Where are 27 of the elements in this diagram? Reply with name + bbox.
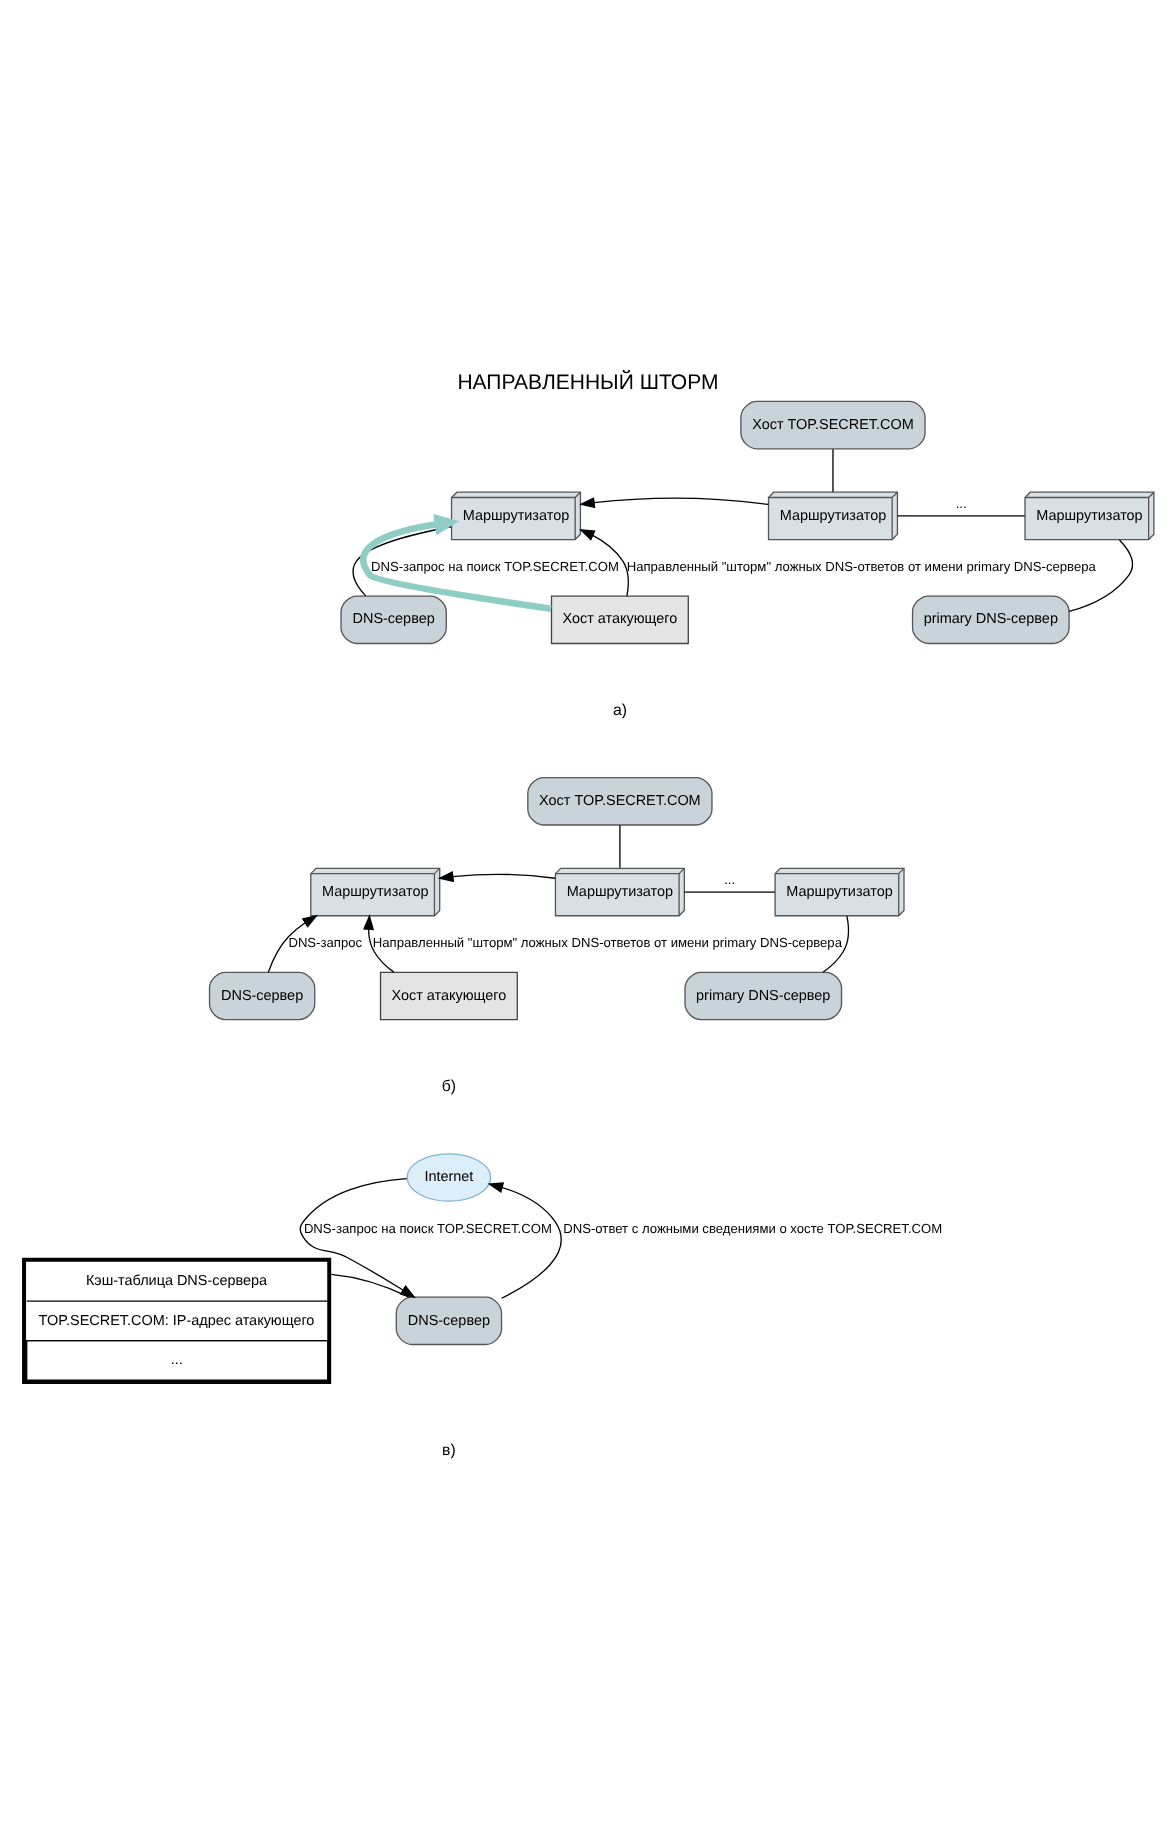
- connector: [897, 515, 1026, 517]
- node-box: Хост атакующего: [550, 595, 689, 645]
- connector: [1068, 539, 1134, 613]
- arrow: [360, 513, 552, 612]
- node-box: DNS-сервер: [395, 1296, 503, 1346]
- node-ellipse: Internet: [406, 1153, 492, 1202]
- connector: [619, 824, 621, 869]
- arrow: [487, 1182, 562, 1299]
- node-box: Хост TOP.SECRET.COM: [740, 400, 926, 450]
- arrow: [578, 529, 629, 597]
- connector: [683, 891, 776, 893]
- arrow: [437, 871, 556, 883]
- connector: [832, 448, 834, 493]
- arrow: [299, 1177, 416, 1299]
- connector: [330, 1273, 410, 1298]
- node-box: primary DNS-сервер: [684, 971, 843, 1021]
- arrow: [579, 497, 770, 509]
- arrow: [363, 914, 395, 973]
- node-box: DNS-сервер: [208, 971, 316, 1021]
- node-box: Хост TOP.SECRET.COM: [527, 776, 713, 826]
- node-box: Хост атакующего: [379, 971, 518, 1021]
- arrow: [267, 914, 319, 973]
- node-box: primary DNS-сервер: [911, 595, 1070, 645]
- node-box: DNS-сервер: [340, 595, 447, 645]
- connector: [352, 526, 452, 597]
- diagram-title: НАПРАВЛЕННЫЙ ШТОРМ: [457, 371, 719, 396]
- connector: [822, 915, 850, 973]
